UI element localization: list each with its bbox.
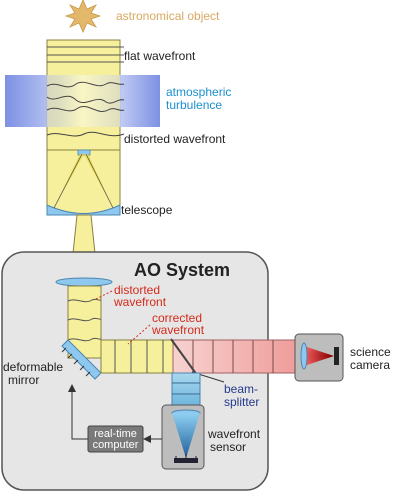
real-time-computer-label-line2: computer: [93, 439, 139, 451]
distorted-wavefront-ao-label-line1: distorted: [114, 283, 160, 297]
distorted-wavefront-ao-label-line2: wavefront: [113, 295, 167, 309]
turbulence-distorted-lines: [46, 81, 125, 112]
beam-splitter-label-line1: beam-: [224, 382, 258, 396]
science-camera-label-line1: science: [350, 345, 391, 359]
wavefront-sensor-icon: [161, 404, 205, 470]
deformable-mirror-label-line2: mirror: [8, 373, 39, 387]
ao-system-title: AO System: [134, 260, 230, 280]
wavefront-sensor-label-line2: sensor: [210, 440, 246, 454]
collimating-lens: [55, 277, 113, 287]
telescope-label: telescope: [121, 203, 173, 217]
science-wavefront-lines: [192, 340, 274, 373]
astronomical-object-icon: [64, 0, 102, 33]
computer-to-mirror-arrow: [68, 384, 88, 440]
deformable-mirror-icon: [61, 339, 102, 380]
beam-splitter-label-line2: splitter: [224, 395, 259, 409]
corrected-wavefront-label-line1: corrected: [152, 311, 202, 325]
corrected-beam: [100, 339, 174, 374]
flat-wavefront-label: flat wavefront: [124, 49, 196, 63]
sensor-beam: [171, 372, 201, 406]
beam-to-deformable-mirror: [67, 285, 102, 359]
deformable-mirror-label-line1: deformable: [3, 360, 63, 374]
sensor-beam-wavefront-lines: [172, 382, 200, 395]
astronomical-object-label: astronomical object: [116, 9, 220, 23]
beam-splitter-icon: [170, 338, 198, 376]
science-camera-icon: [294, 333, 344, 382]
science-beam: [172, 339, 304, 374]
corrected-wavefront-lines: [114, 340, 164, 373]
atmospheric-turbulence-label-line1: atmospheric: [166, 85, 231, 99]
telescope-icon: [46, 149, 121, 216]
corrected-wavefront-pointer: [127, 324, 151, 345]
distorted-wavefront-lines-ao: [67, 298, 102, 342]
real-time-computer-label-line1: real-time: [94, 428, 137, 440]
wavefront-sensor-label-line1: wavefront: [207, 427, 261, 441]
corrected-wavefront-label-line2: wavefront: [151, 323, 205, 337]
science-camera-label-line2: camera: [350, 358, 390, 372]
atmospheric-turbulence-label-line2: turbulence: [166, 98, 222, 112]
distorted-wavefront-lines-top: [46, 131, 125, 137]
distorted-wavefront-pointer: [93, 290, 113, 301]
distorted-wavefront-top-label: distorted wavefront: [124, 132, 226, 146]
flat-wavefront-lines: [47, 46, 124, 63]
